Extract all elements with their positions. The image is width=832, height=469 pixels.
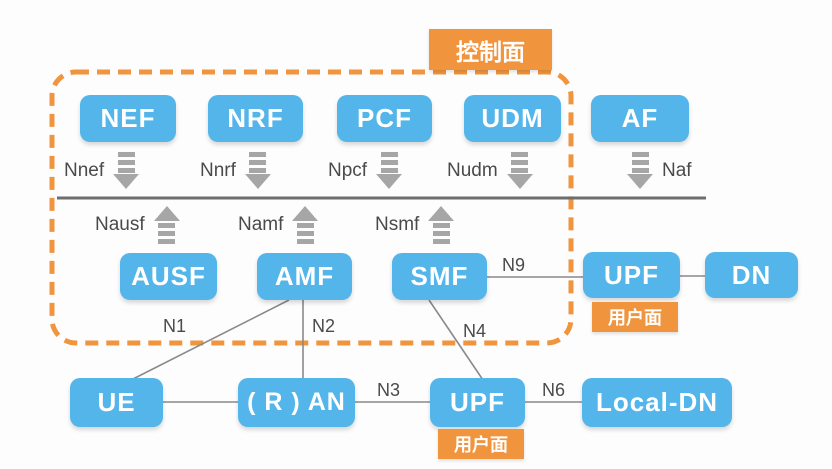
- interface-npcf-label: Npcf: [328, 159, 368, 181]
- node-smf: SMF: [392, 253, 487, 300]
- user-plane-tag-edge: 用户面: [438, 429, 524, 459]
- link-n4-smf-upf: [428, 299, 484, 381]
- node-ue: UE: [70, 378, 163, 427]
- node-pcf: PCF: [337, 95, 432, 142]
- down-arrow-icon: [627, 152, 653, 189]
- link-n1-amf-ue: [132, 299, 290, 380]
- ref-n6-label: N6: [542, 380, 566, 400]
- interface-nudm-label: Nudm: [447, 159, 498, 181]
- control-plane-boundary: [49, 69, 574, 346]
- interface-nsmf-label: Nsmf: [375, 214, 420, 235]
- up-arrow-icon: [153, 206, 180, 244]
- interface-nausf-label: Nausf: [95, 214, 145, 235]
- node-upf-core: UPF: [583, 252, 680, 298]
- interface-nausf: Nausf: [95, 206, 180, 244]
- up-arrow-icon: [292, 206, 319, 244]
- interface-nudm: Nudm: [447, 152, 533, 189]
- interface-nnef-label: Nnef: [64, 159, 105, 181]
- ref-n1-label: N1: [163, 316, 187, 336]
- node-local-dn: Local-DN: [582, 378, 732, 427]
- interface-nsmf: Nsmf: [375, 206, 455, 244]
- node-amf: AMF: [257, 253, 352, 300]
- ref-n9-label: N9: [502, 255, 526, 275]
- node-dn: DN: [705, 252, 798, 298]
- ref-n2-label: N2: [312, 316, 336, 336]
- node-ausf: AUSF: [120, 253, 217, 300]
- node-nef: NEF: [80, 95, 176, 142]
- interface-naf: Naf: [627, 152, 692, 189]
- node-udm: UDM: [464, 95, 561, 142]
- user-plane-tag-core: 用户面: [592, 302, 678, 332]
- interface-nnrf-label: Nnrf: [200, 159, 236, 181]
- ref-n4-label: N4: [463, 321, 487, 341]
- down-arrow-icon: [376, 152, 403, 189]
- node-upf-edge: UPF: [430, 378, 525, 427]
- interface-nnef: Nnef: [64, 152, 140, 189]
- up-arrow-icon: [428, 206, 455, 244]
- interface-naf-label: Naf: [662, 159, 692, 181]
- node-af: AF: [591, 95, 689, 142]
- interface-npcf: Npcf: [328, 152, 403, 189]
- node-ran: ( R ) AN: [238, 378, 355, 427]
- interface-nnrf: Nnrf: [200, 152, 271, 189]
- down-arrow-icon: [113, 152, 140, 189]
- interface-namf: Namf: [238, 206, 319, 244]
- user-plane-label: 用户面: [608, 308, 662, 328]
- ref-n3-label: N3: [377, 380, 401, 400]
- interface-namf-label: Namf: [238, 214, 284, 235]
- control-plane-label: 控制面: [456, 38, 525, 65]
- control-plane-tag: 控制面: [429, 29, 552, 70]
- user-plane-label: 用户面: [454, 435, 508, 455]
- down-arrow-icon: [244, 152, 271, 189]
- node-nrf: NRF: [208, 95, 303, 142]
- down-arrow-icon: [506, 152, 533, 189]
